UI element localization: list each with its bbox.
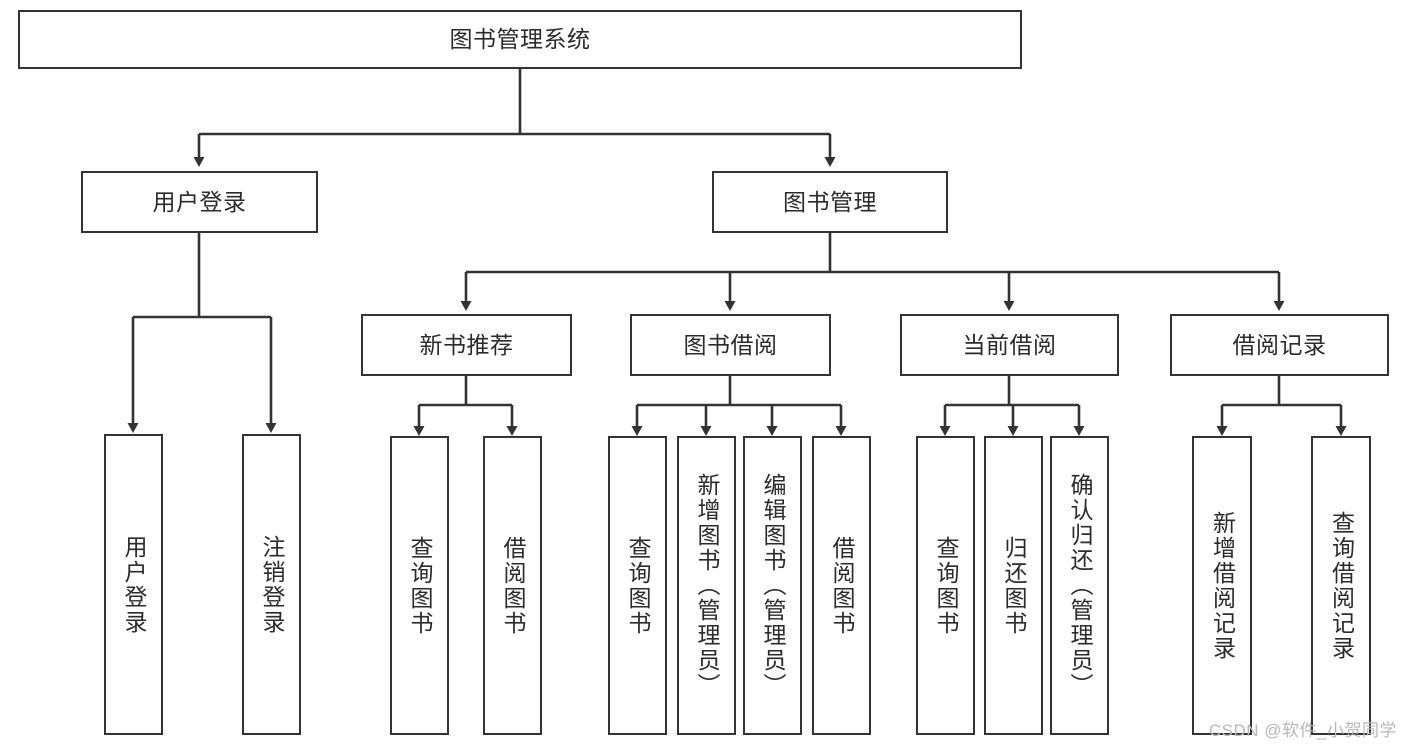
node-leaf-query-book-1-label: 查询图书	[407, 535, 433, 636]
node-leaf-query-book-3-label: 查询图书	[933, 535, 959, 636]
node-leaf-return-book[interactable]: 归还图书	[984, 436, 1043, 735]
node-user-login-label: 用户登录	[152, 188, 247, 215]
node-book-management-label: 图书管理	[783, 188, 877, 215]
node-leaf-add-record-label: 新增借阅记录	[1209, 510, 1236, 661]
node-leaf-user-logout[interactable]: 注销登录	[242, 434, 301, 735]
node-leaf-query-book-2[interactable]: 查询图书	[608, 436, 667, 735]
node-leaf-user-login[interactable]: 用户登录	[104, 434, 163, 735]
node-leaf-borrow-book-1-label: 借阅图书	[500, 535, 526, 636]
node-leaf-add-record[interactable]: 新增借阅记录	[1192, 436, 1252, 735]
node-leaf-query-record-label: 查询借阅记录	[1328, 510, 1355, 661]
node-leaf-borrow-book-1[interactable]: 借阅图书	[483, 436, 542, 735]
node-book-borrow[interactable]: 图书借阅	[630, 314, 831, 376]
node-leaf-user-logout-label: 注销登录	[259, 534, 285, 635]
node-book-borrow-label: 图书借阅	[683, 331, 778, 358]
node-leaf-add-book[interactable]: 新增图书（管理员）	[677, 436, 736, 735]
node-leaf-query-book-2-label: 查询图书	[625, 535, 651, 636]
node-leaf-query-record[interactable]: 查询借阅记录	[1311, 436, 1371, 735]
node-new-book-recommend-label: 新书推荐	[419, 331, 514, 358]
node-current-borrow[interactable]: 当前借阅	[900, 314, 1119, 376]
node-leaf-borrow-book-2-label: 借阅图书	[829, 535, 855, 636]
node-leaf-return-book-label: 归还图书	[1001, 535, 1027, 636]
watermark-text: CSDN @软件_小贺同学	[1208, 721, 1397, 740]
node-leaf-add-book-label: 新增图书（管理员）	[694, 473, 720, 698]
node-leaf-confirm-return-label: 确认归还（管理员）	[1067, 473, 1093, 698]
node-leaf-edit-book-label: 编辑图书（管理员）	[760, 473, 786, 698]
node-leaf-borrow-book-2[interactable]: 借阅图书	[812, 436, 871, 735]
node-leaf-edit-book[interactable]: 编辑图书（管理员）	[743, 436, 802, 735]
node-borrow-record-label: 借阅记录	[1232, 331, 1327, 358]
node-root-label: 图书管理系统	[449, 26, 591, 53]
node-leaf-query-book-3[interactable]: 查询图书	[916, 436, 975, 735]
node-current-borrow-label: 当前借阅	[962, 331, 1057, 358]
node-book-management[interactable]: 图书管理	[712, 171, 948, 233]
node-leaf-query-book-1[interactable]: 查询图书	[390, 436, 449, 735]
node-leaf-confirm-return[interactable]: 确认归还（管理员）	[1050, 436, 1109, 735]
node-borrow-record[interactable]: 借阅记录	[1170, 314, 1389, 376]
node-new-book-recommend[interactable]: 新书推荐	[361, 314, 572, 376]
node-user-login[interactable]: 用户登录	[81, 171, 318, 233]
node-root[interactable]: 图书管理系统	[18, 10, 1022, 69]
node-leaf-user-login-label: 用户登录	[121, 534, 147, 635]
